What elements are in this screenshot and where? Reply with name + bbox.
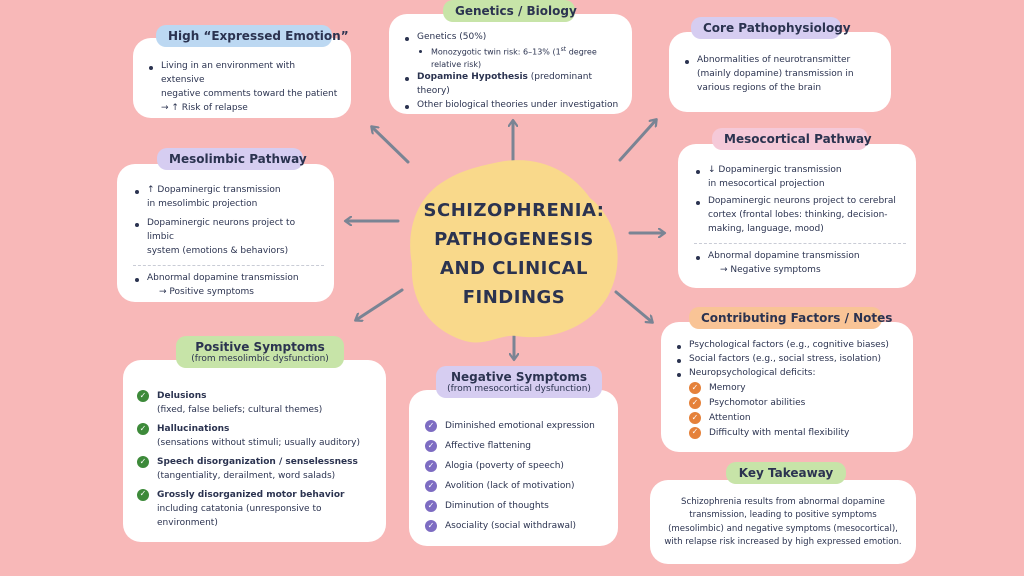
twin-risk-item: Monozygotic twin risk: 6–13% (1st degree…	[403, 45, 622, 71]
mesolimbic-item: Dopaminergic neurons project to limbic s…	[133, 217, 324, 259]
mesolimbic-card: ↑ Dopaminergic transmission in mesolimbi…	[117, 164, 334, 302]
mesocortical-item: Dopaminergic neurons project to cerebral…	[694, 195, 906, 237]
check-icon: ✓	[137, 422, 149, 435]
check-icon: ✓	[425, 459, 437, 472]
negative-item: ✓Affective flattening	[425, 439, 610, 454]
center-blob	[410, 160, 618, 343]
takeaway-tag: Key Takeaway	[726, 462, 846, 484]
takeaway-card: Schizophrenia results from abnormal dopa…	[650, 480, 916, 564]
main-title: SCHIZOPHRENIA: PATHOGENESIS AND CLINICAL…	[412, 196, 616, 312]
positive-item: ✓ Speech disorganization / senselessness…	[137, 455, 378, 484]
divider	[133, 264, 324, 266]
check-icon: ✓	[425, 420, 437, 432]
contributing-item: Social factors (e.g., social stress, iso…	[675, 353, 905, 367]
contributing-tag: Contributing Factors / Notes	[689, 307, 892, 329]
positive-card: ✓ Delusions(fixed, false beliefs; cultur…	[123, 360, 386, 542]
divider	[694, 242, 906, 244]
positive-item: ✓ Delusions(fixed, false beliefs; cultur…	[137, 390, 378, 418]
check-icon: ✓	[137, 455, 149, 468]
deficit-item: ✓Difficulty with mental flexibility	[675, 426, 905, 441]
genetics-card: Genetics (50%) Monozygotic twin risk: 6–…	[389, 14, 632, 114]
mesocortical-item: Abnormal dopamine transmission → Negativ…	[694, 250, 906, 278]
title-line: FINDINGS	[462, 287, 566, 308]
mesocortical-card: ↓ Dopaminergic transmission in mesocorti…	[678, 144, 916, 288]
check-icon: ✓	[425, 519, 437, 532]
deficit-item: ✓Psychomotor abilities	[675, 396, 905, 411]
arrow-to-positive	[356, 288, 404, 320]
deficit-item: ✓Memory	[675, 381, 905, 396]
arrow-to-expressed-emotion	[372, 127, 410, 164]
title-line: SCHIZOPHRENIA:	[423, 200, 605, 221]
mesolimbic-tag: Mesolimbic Pathway	[157, 148, 307, 170]
mesolimbic-item: Abnormal dopamine transmission → Positiv…	[133, 272, 324, 300]
expressed-emotion-card: Living in an environment with extensive …	[133, 38, 351, 118]
positive-tag: Positive Symptoms (from mesolimbic dysfu…	[176, 336, 344, 368]
other-theories-item: Other biological theories under investig…	[403, 99, 622, 113]
check-icon: ✓	[425, 499, 437, 512]
expressed-emotion-item: Living in an environment with extensive …	[147, 60, 339, 116]
mesolimbic-item: ↑ Dopaminergic transmission in mesolimbi…	[133, 184, 324, 212]
title-line: AND CLINICAL	[440, 258, 588, 279]
negative-item: ✓Diminished emotional expression	[425, 420, 610, 434]
check-icon: ✓	[137, 488, 149, 501]
negative-item: ✓Diminution of thoughts	[425, 499, 610, 514]
negative-item: ✓Alogia (poverty of speech)	[425, 459, 610, 474]
positive-item: ✓ Hallucinations(sensations without stim…	[137, 422, 378, 451]
check-icon: ✓	[689, 381, 701, 394]
arrow-to-core	[618, 120, 656, 162]
core-tag: Core Pathophysiology	[691, 17, 851, 39]
check-icon: ✓	[137, 390, 149, 402]
genetics-tag: Genetics / Biology	[443, 0, 577, 22]
contributing-card: Psychological factors (e.g., cognitive b…	[661, 322, 913, 452]
deficit-item: ✓Attention	[675, 411, 905, 426]
check-icon: ✓	[425, 479, 437, 492]
check-icon: ✓	[425, 439, 437, 452]
core-item: Abnormalities of neurotransmitter (mainl…	[683, 54, 879, 96]
contributing-item: Neuropsychological deficits:	[675, 367, 905, 381]
mesocortical-tag: Mesocortical Pathway	[712, 128, 872, 150]
core-card: Abnormalities of neurotransmitter (mainl…	[669, 32, 891, 112]
check-icon: ✓	[689, 411, 701, 424]
negative-card: ✓Diminished emotional expression ✓Affect…	[409, 390, 618, 546]
check-icon: ✓	[689, 396, 701, 409]
contributing-item: Psychological factors (e.g., cognitive b…	[675, 339, 905, 353]
negative-item: ✓Avolition (lack of motivation)	[425, 479, 610, 494]
arrow-to-contributing	[614, 290, 652, 322]
check-icon: ✓	[689, 426, 701, 439]
mesocortical-item: ↓ Dopaminergic transmission in mesocorti…	[694, 164, 906, 192]
genetics-item: Genetics (50%)	[403, 31, 622, 45]
title-line: PATHOGENESIS	[434, 229, 594, 250]
negative-item: ✓Asociality (social withdrawal)	[425, 519, 610, 534]
expressed-emotion-tag: High “Expressed Emotion”	[156, 25, 349, 47]
dopamine-hypothesis-item: Dopamine Hypothesis (predominant theory)	[403, 71, 622, 99]
negative-tag: Negative Symptoms (from mesocortical dys…	[436, 366, 602, 398]
